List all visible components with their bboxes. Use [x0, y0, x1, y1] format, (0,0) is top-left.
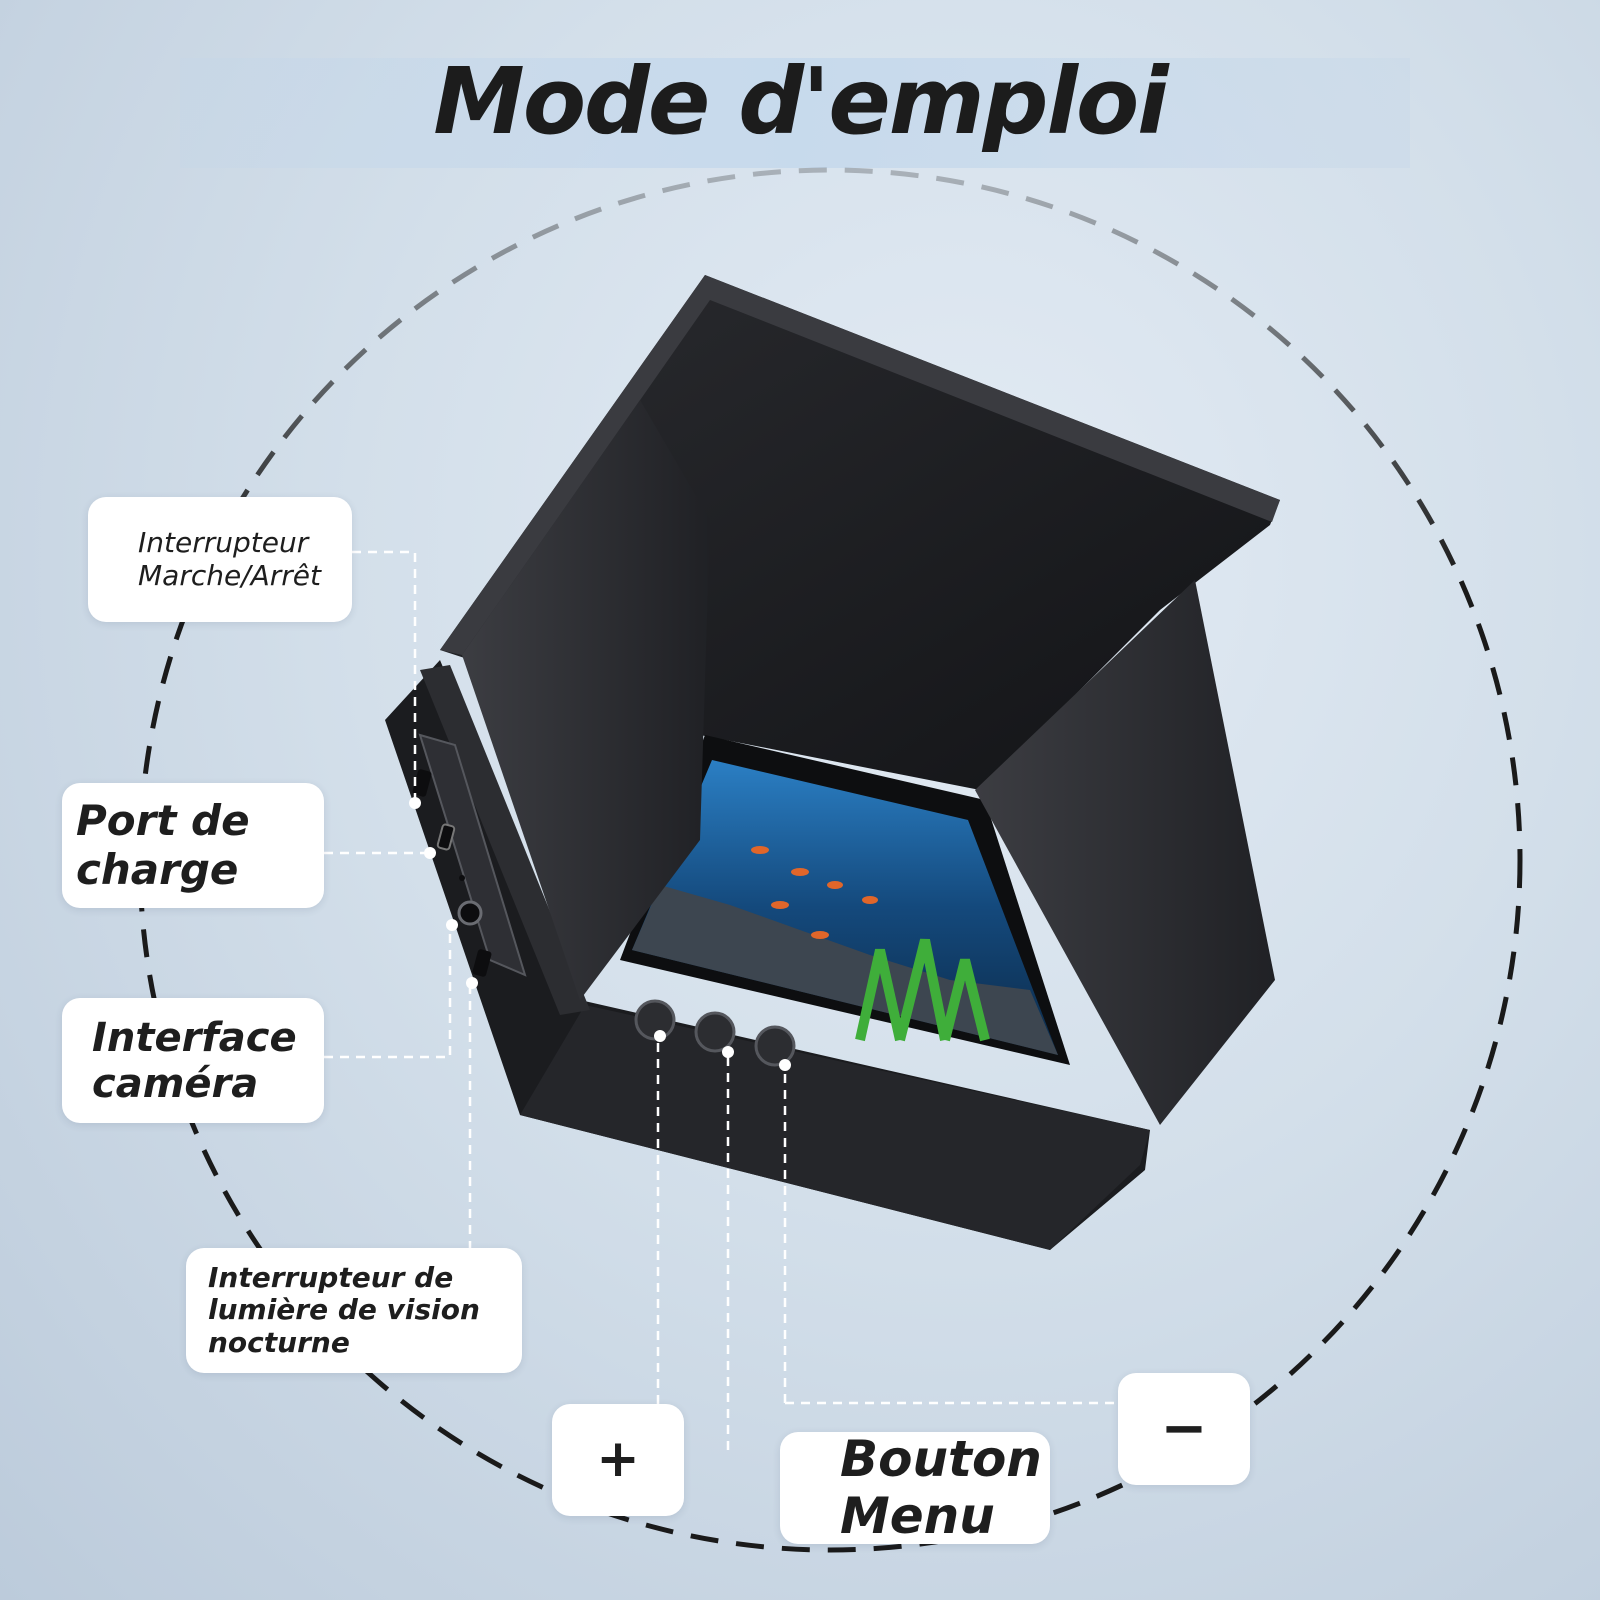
sun-hood-left-wing [462, 400, 710, 1000]
callout-plus-button: + [552, 1404, 684, 1516]
leader-power [352, 550, 417, 800]
callout-anchor-dots [409, 797, 791, 1071]
sun-hood-rim [440, 275, 1280, 655]
monitor-side-panel [420, 665, 590, 1015]
night-vision-switch-slider [472, 949, 492, 977]
callout-leader-lines [324, 550, 1118, 1450]
leader-minus [783, 1065, 1118, 1405]
callout-text: Bouton [840, 1429, 1042, 1488]
plus-icon: + [596, 1429, 640, 1490]
callout-text: Interrupteur [138, 526, 309, 560]
callout-text: Menu [840, 1487, 995, 1545]
camera-port-socket [457, 900, 483, 926]
sun-hood-right-wing [975, 580, 1275, 1125]
port-strip [418, 733, 527, 977]
callout-minus-button: − [1118, 1373, 1250, 1485]
callout-text: lumière de vision [208, 1293, 480, 1327]
callout-text: charge [76, 844, 239, 894]
minus-hardware-button [754, 1025, 796, 1067]
callout-text: Port de [76, 796, 250, 846]
callout-power-switch: Interrupteur Marche/Arrêt [88, 497, 352, 622]
callout-text: nocturne [208, 1325, 350, 1359]
callout-night-vision-switch: Interrupteur de lumière de vision noctur… [186, 1248, 522, 1373]
callout-text: Interface [92, 1014, 297, 1061]
power-switch-slider [412, 769, 432, 797]
menu-hardware-button [694, 1011, 736, 1053]
screen-fish [751, 846, 878, 939]
indicator-dot [459, 875, 465, 881]
charge-port-slot [436, 823, 456, 851]
callout-text: caméra [92, 1060, 259, 1107]
monitor-bottom-edge [520, 1005, 1150, 1250]
callout-menu-button: Bouton Menu [780, 1429, 1050, 1545]
callout-camera-interface: Interface caméra [62, 998, 324, 1123]
page-title: Mode d'emploi [433, 48, 1168, 155]
minus-icon: − [1160, 1395, 1208, 1461]
screen-plants [855, 938, 990, 1042]
callout-text: Interrupteur de [208, 1261, 454, 1295]
leader-camera [324, 925, 452, 1059]
callout-charge-port: Port de charge [62, 783, 324, 908]
callout-text: Marche/Arrêt [138, 558, 322, 592]
fish-finder-monitor [385, 275, 1280, 1250]
title-band [180, 58, 1410, 168]
